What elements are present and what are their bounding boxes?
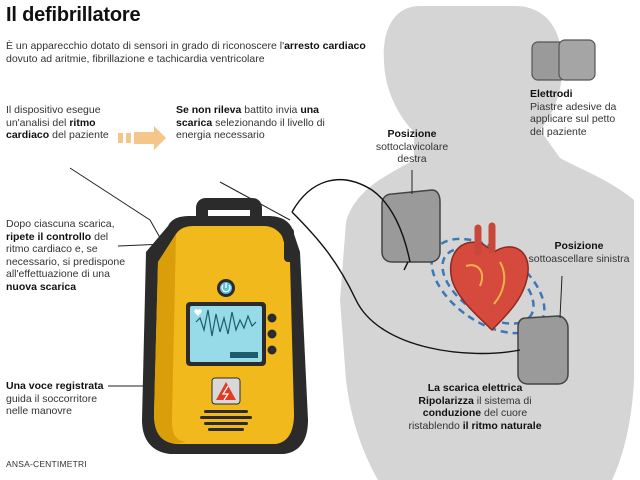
electrodes-icon <box>531 39 596 81</box>
electrode-cables <box>291 178 521 355</box>
lightning-warning-icon <box>216 382 236 401</box>
speaker-grille <box>200 410 252 431</box>
source-credit: ANSA-CENTIMETRI <box>6 459 87 469</box>
intro-text: È un apparecchio dotato di sensori in gr… <box>6 40 366 65</box>
page-title: Il defibrillatore <box>6 4 141 26</box>
analysis-text: Il dispositivo esegue un'analisi del rit… <box>6 104 109 141</box>
control-text: Dopo ciascuna scarica, ripete il control… <box>6 218 126 293</box>
electrode-right-pad <box>381 189 441 263</box>
voice-text: Una voce registrata guida il soccorritor… <box>6 380 104 417</box>
pointer-arrow <box>118 126 166 150</box>
electrode-left-pad <box>517 315 569 385</box>
shock-text: Se non rileva battito invia una scarica … <box>176 104 325 141</box>
power-icon <box>220 282 232 294</box>
heart-icon <box>194 309 202 316</box>
defibrillator-device <box>142 198 308 454</box>
